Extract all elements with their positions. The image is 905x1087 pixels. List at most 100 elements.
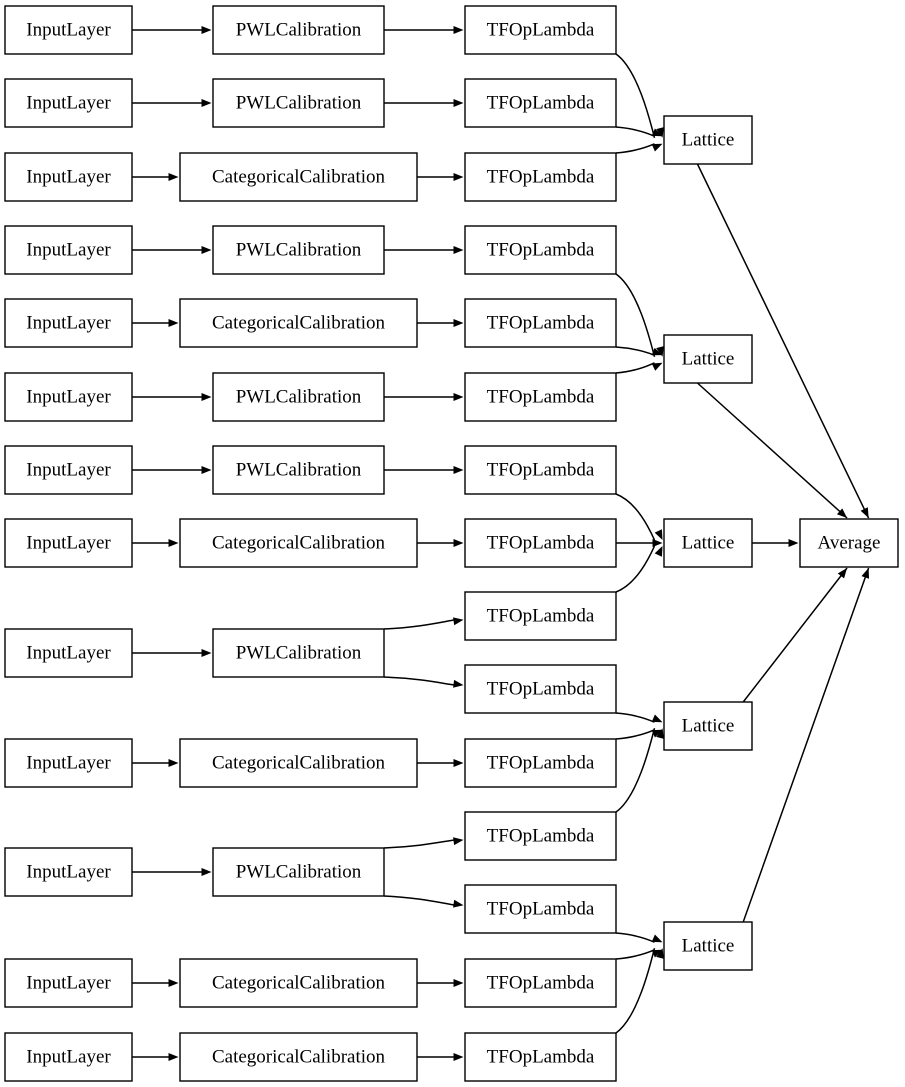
node-lattice-lat5[interactable]: Lattice [663, 921, 753, 971]
edge-line [383, 895, 456, 906]
arrow-head-icon [651, 143, 663, 152]
node-inputlayer-in1[interactable]: InputLayer [4, 5, 133, 55]
node-box [212, 445, 385, 495]
node-categoricalcalibration-cal5[interactable]: CategoricalCalibration [179, 298, 418, 348]
edge-line [615, 346, 655, 356]
node-label: CategoricalCalibration [212, 166, 386, 187]
node-tfoplambda-op3[interactable]: TFOpLambda [464, 152, 617, 202]
edge-line [615, 949, 655, 960]
node-lattice-lat2[interactable]: Lattice [663, 334, 753, 384]
node-label: PWLCalibration [236, 386, 362, 407]
node-label: TFOpLambda [487, 825, 595, 846]
node-box [4, 78, 133, 128]
node-inputlayer-in8[interactable]: InputLayer [4, 518, 133, 568]
node-inputlayer-in3[interactable]: InputLayer [4, 152, 133, 202]
node-label: TFOpLambda [487, 532, 595, 553]
node-pwlcalibration-cal4[interactable]: PWLCalibration [212, 225, 385, 275]
node-pwlcalibration-cal9[interactable]: PWLCalibration [212, 628, 385, 678]
node-label: CategoricalCalibration [212, 752, 386, 773]
node-inputlayer-in2[interactable]: InputLayer [4, 78, 133, 128]
node-inputlayer-in12[interactable]: InputLayer [4, 958, 133, 1008]
node-categoricalcalibration-cal8[interactable]: CategoricalCalibration [179, 518, 418, 568]
node-inputlayer-in13[interactable]: InputLayer [4, 1032, 133, 1082]
node-tfoplambda-op10[interactable]: TFOpLambda [464, 664, 617, 714]
node-box [799, 518, 899, 568]
edge-in8-to-cal8 [132, 539, 179, 547]
edge-op12-to-lat4 [615, 728, 664, 813]
node-box [212, 847, 385, 897]
arrow-head-icon [654, 529, 663, 540]
arrow-head-icon [651, 934, 663, 943]
node-inputlayer-in5[interactable]: InputLayer [4, 298, 133, 348]
arrow-head-icon [836, 508, 848, 518]
node-lattice-lat4[interactable]: Lattice [663, 701, 753, 751]
node-box [464, 518, 617, 568]
node-label: InputLayer [26, 752, 111, 773]
node-categoricalcalibration-cal12[interactable]: CategoricalCalibration [179, 958, 418, 1008]
edge-op8-to-lat3 [616, 539, 663, 547]
node-inputlayer-in9[interactable]: InputLayer [4, 628, 133, 678]
node-label: TFOpLambda [487, 752, 595, 773]
edge-line [742, 567, 848, 703]
node-tfoplambda-op1[interactable]: TFOpLambda [464, 5, 617, 55]
node-box [212, 372, 385, 422]
node-tfoplambda-op11[interactable]: TFOpLambda [464, 738, 617, 788]
node-tfoplambda-op12[interactable]: TFOpLambda [464, 811, 617, 861]
node-tfoplambda-op4[interactable]: TFOpLambda [464, 225, 617, 275]
node-tfoplambda-op14[interactable]: TFOpLambda [464, 958, 617, 1008]
arrow-head-icon [453, 979, 464, 987]
node-box [179, 958, 418, 1008]
node-pwlcalibration-cal6[interactable]: PWLCalibration [212, 372, 385, 422]
node-label: InputLayer [26, 312, 111, 333]
node-tfoplambda-op15[interactable]: TFOpLambda [464, 1032, 617, 1082]
node-pwlcalibration-cal7[interactable]: PWLCalibration [212, 445, 385, 495]
node-pwlcalibration-cal11[interactable]: PWLCalibration [212, 847, 385, 897]
edge-line [742, 567, 870, 923]
node-lattice-lat1[interactable]: Lattice [663, 115, 753, 165]
node-box [464, 958, 617, 1008]
node-label: CategoricalCalibration [212, 972, 386, 993]
node-tfoplambda-op7[interactable]: TFOpLambda [464, 445, 617, 495]
node-tfoplambda-op8[interactable]: TFOpLambda [464, 518, 617, 568]
edge-op2-to-lat1 [615, 126, 663, 137]
arrow-head-icon [453, 173, 464, 181]
node-box [179, 298, 418, 348]
node-tfoplambda-op2[interactable]: TFOpLambda [464, 78, 617, 128]
node-label: InputLayer [26, 239, 111, 260]
edge-op9-to-lat3 [615, 545, 663, 593]
edge-in3-to-cal3 [132, 173, 179, 181]
edge-op4-to-lat2 [615, 273, 664, 357]
node-categoricalcalibration-cal13[interactable]: CategoricalCalibration [179, 1032, 418, 1082]
node-inputlayer-in10[interactable]: InputLayer [4, 738, 133, 788]
arrow-head-icon [788, 539, 799, 547]
node-box [464, 5, 617, 55]
node-box [663, 518, 753, 568]
node-box [4, 847, 133, 897]
edge-cal13-to-op15 [417, 1053, 464, 1061]
node-box [212, 5, 385, 55]
node-categoricalcalibration-cal10[interactable]: CategoricalCalibration [179, 738, 418, 788]
edge-line [615, 143, 655, 154]
arrow-head-icon [168, 539, 179, 547]
node-pwlcalibration-cal2[interactable]: PWLCalibration [212, 78, 385, 128]
node-lattice-lat3[interactable]: Lattice [663, 518, 753, 568]
node-label: InputLayer [26, 386, 111, 407]
node-inputlayer-in6[interactable]: InputLayer [4, 372, 133, 422]
node-pwlcalibration-cal1[interactable]: PWLCalibration [212, 5, 385, 55]
arrow-head-icon [656, 127, 664, 138]
node-inputlayer-in7[interactable]: InputLayer [4, 445, 133, 495]
arrow-head-icon [651, 128, 663, 137]
node-categoricalcalibration-cal3[interactable]: CategoricalCalibration [179, 152, 418, 202]
node-tfoplambda-op6[interactable]: TFOpLambda [464, 372, 617, 422]
node-box [464, 1032, 617, 1082]
node-tfoplambda-op5[interactable]: TFOpLambda [464, 298, 617, 348]
node-box [4, 152, 133, 202]
node-average-avg[interactable]: Average [799, 518, 899, 568]
node-inputlayer-in4[interactable]: InputLayer [4, 225, 133, 275]
node-tfoplambda-op9[interactable]: TFOpLambda [464, 591, 617, 641]
node-inputlayer-in11[interactable]: InputLayer [4, 847, 133, 897]
node-tfoplambda-op13[interactable]: TFOpLambda [464, 884, 617, 934]
edge-op1-to-lat1 [615, 53, 664, 138]
node-label: CategoricalCalibration [212, 1046, 386, 1067]
